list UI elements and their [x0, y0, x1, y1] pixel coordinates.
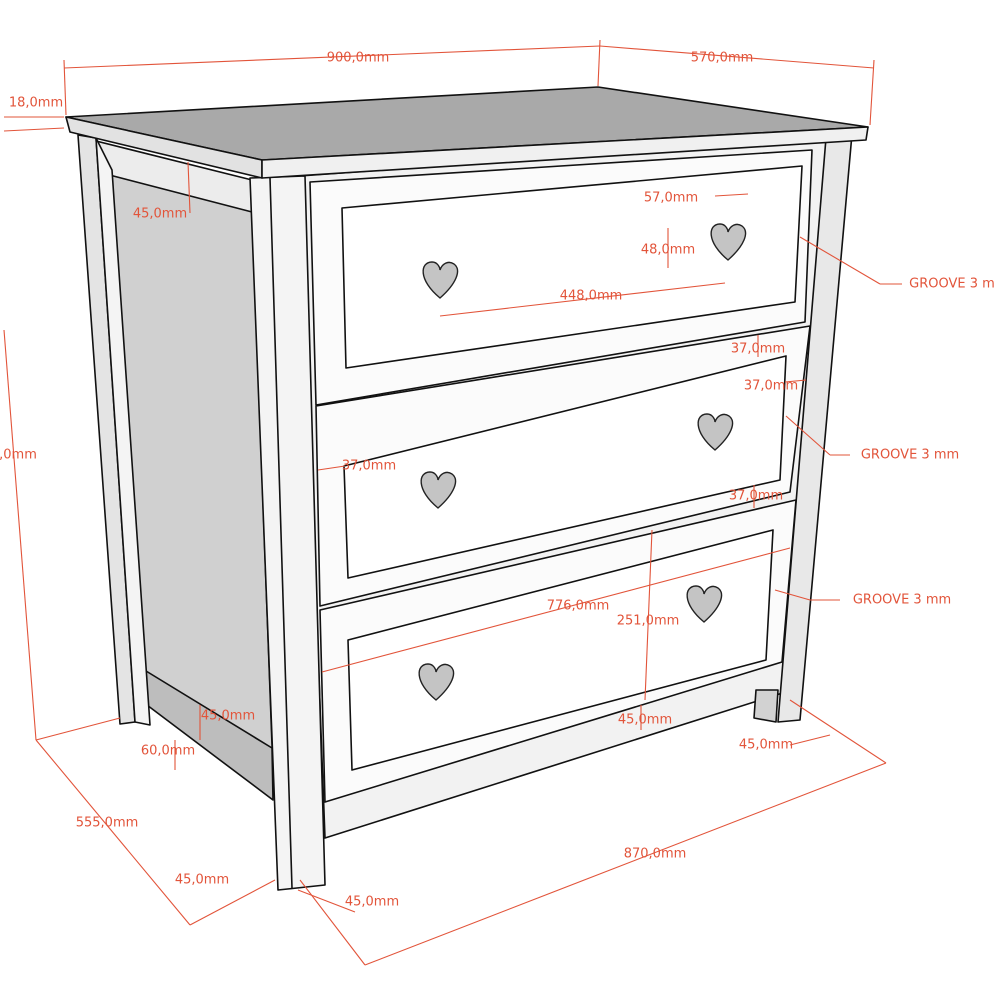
back-right-foot — [753, 689, 779, 723]
dim-top-thickness: 18,0mm — [8, 95, 64, 111]
dim-bottom-rail-front: 45,0mm — [617, 712, 673, 728]
dim-knob-width: 57,0mm — [643, 190, 699, 206]
callout-groove-top: GROOVE 3 m — [909, 276, 995, 292]
callout-groove-middle: GROOVE 3 mm — [860, 447, 960, 463]
dim-foot-offset: 60,0mm — [140, 743, 196, 759]
dim-drawer-gap-middle: 37,0mm — [728, 488, 784, 504]
dim-base-depth: 555,0mm — [75, 815, 139, 831]
dim-drawer-height: 251,0mm — [616, 613, 680, 629]
dim-knob-spacing: 448,0mm — [559, 288, 623, 304]
dim-overall-height: ,0mm — [0, 447, 37, 463]
heart-knob-icon[interactable] — [710, 223, 747, 261]
heart-knob-icon[interactable] — [420, 471, 457, 509]
dim-left-leg-front: 45,0mm — [344, 894, 400, 910]
dim-knob-height: 48,0mm — [640, 242, 696, 258]
heart-knob-icon[interactable] — [422, 261, 459, 299]
dim-drawer-gap-right: 37,0mm — [743, 378, 799, 394]
dim-overall-depth: 570,0mm — [690, 50, 754, 66]
dim-drawer-width: 776,0mm — [546, 598, 610, 614]
heart-knob-icon[interactable] — [697, 413, 734, 451]
dimension-lines — [3, 39, 902, 966]
back-left-leg-inner — [95, 137, 151, 726]
drawer-top[interactable] — [309, 149, 813, 406]
dim-left-leg-side: 45,0mm — [174, 872, 230, 888]
callout-groove-bottom: GROOVE 3 mm — [852, 592, 952, 608]
dim-side-rail: 45,0mm — [132, 206, 188, 222]
drawer-bottom[interactable] — [319, 499, 797, 803]
heart-knob-icon[interactable] — [418, 663, 455, 701]
dim-drawer-gap-left: 37,0mm — [341, 458, 397, 474]
dim-bottom-rail-side: 45,0mm — [200, 708, 256, 724]
drawer-middle[interactable] — [315, 325, 811, 607]
dim-drawer-gap-top: 37,0mm — [730, 341, 786, 357]
dim-right-leg: 45,0mm — [738, 737, 794, 753]
dim-base-width: 870,0mm — [623, 846, 687, 862]
heart-knob-icon[interactable] — [686, 585, 723, 623]
table-top-right-edge — [261, 126, 869, 179]
dim-overall-width: 900,0mm — [326, 50, 390, 66]
